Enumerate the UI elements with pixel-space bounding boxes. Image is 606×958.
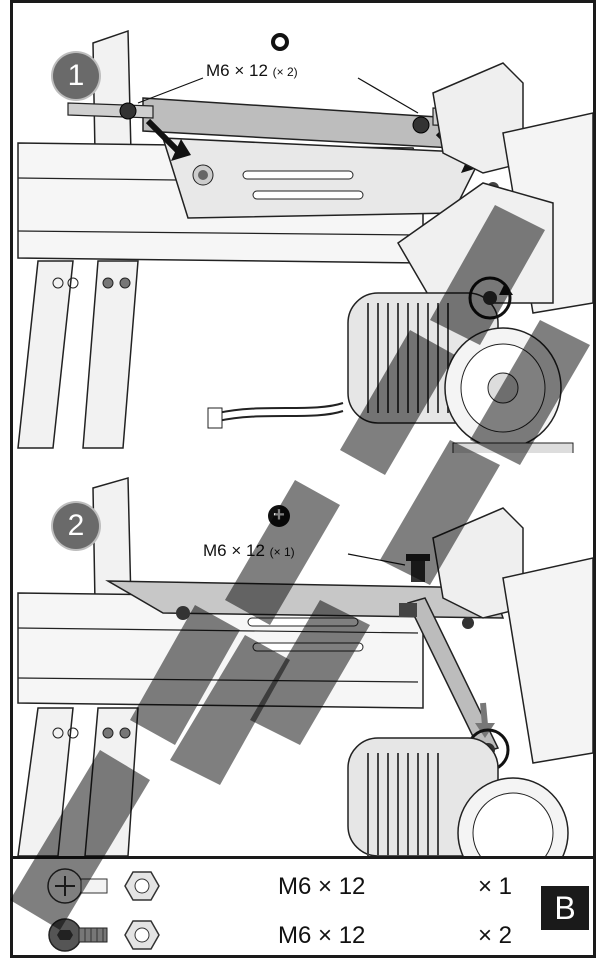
step-1-callout-spec: M6 × 12 — [206, 61, 268, 80]
step-1-panel: 1 M6 × 12 (× 2) — [13, 3, 593, 453]
instruction-page: 1 M6 × 12 (× 2) — [10, 0, 596, 958]
parts-list: M6 × 12 × 1 M6 × 12 × 2 B — [13, 859, 593, 955]
part-row-2-count: × 2 — [478, 922, 513, 949]
step-2-callout-qty: (× 1) — [269, 545, 295, 559]
part-row-1-spec: M6 × 12 — [278, 873, 366, 900]
step-1-callout: M6 × 12 (× 2) — [206, 61, 298, 81]
step-1-callout-qty: (× 2) — [272, 65, 298, 79]
part-row-2-spec: M6 × 12 — [278, 922, 366, 949]
phillips-screwdriver-icon: + — [268, 505, 290, 527]
step-2-illustration — [17, 477, 593, 856]
hex-socket-bolt-and-nut-icon — [48, 918, 160, 952]
step-2-callout-spec: M6 × 12 — [203, 541, 265, 560]
step-2-panel: 2 + M6 × 12 (× 1) — [13, 453, 593, 856]
step-1-number: 1 — [53, 53, 99, 99]
step-2-number: 2 — [53, 503, 99, 549]
phillips-screw-and-nut-icon — [47, 868, 160, 904]
part-row-1-count: × 1 — [478, 873, 513, 900]
step-1-illustration — [17, 29, 593, 453]
step-2-callout: M6 × 12 (× 1) — [203, 541, 295, 561]
section-badge: B — [541, 886, 589, 930]
hex-wrench-icon — [271, 33, 289, 51]
parts-divider — [13, 856, 593, 859]
